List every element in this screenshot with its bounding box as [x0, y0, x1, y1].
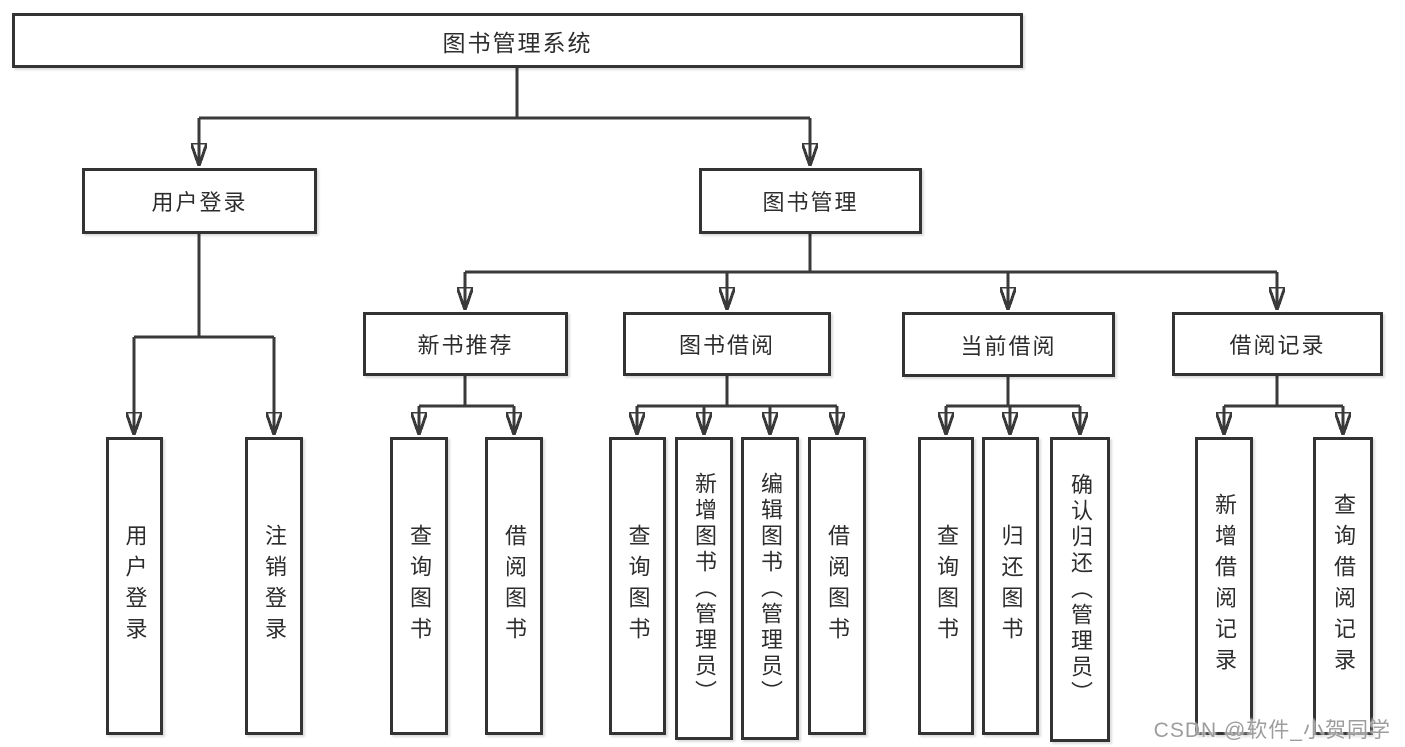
leaf-cb-return-books: 归还图书 — [982, 437, 1039, 735]
leaf-user-login: 用户登录 — [106, 437, 163, 735]
leaf-bb-edit-books-admin: 编辑图书（管理员） — [741, 437, 799, 740]
node-book-management: 图书管理 — [699, 168, 922, 234]
node-user-login: 用户登录 — [82, 168, 317, 234]
leaf-br-query-record: 查询借阅记录 — [1313, 437, 1373, 735]
node-book-borrow-label: 图书借阅 — [678, 333, 775, 358]
leaf-nbr-query-books: 查询图书 — [390, 437, 448, 735]
leaf-cb-query-books-label: 查询图书 — [934, 524, 959, 648]
leaf-bb-borrow-books: 借阅图书 — [808, 437, 866, 735]
leaf-user-login-label: 用户登录 — [122, 524, 148, 648]
node-current-borrow: 当前借阅 — [902, 312, 1115, 377]
leaf-br-add-record: 新增借阅记录 — [1195, 437, 1253, 735]
leaf-logout: 注销登录 — [245, 437, 303, 735]
leaf-bb-add-books-admin: 新增图书（管理员） — [675, 437, 733, 740]
watermark-text: CSDN @软件_小贺同学 — [1153, 719, 1391, 742]
leaf-bb-add-books-admin-label: 新增图书（管理员） — [692, 471, 717, 706]
leaf-cb-return-books-label: 归还图书 — [998, 524, 1024, 648]
node-new-book-recommend-label: 新书推荐 — [417, 333, 514, 358]
node-library-system: 图书管理系统 — [12, 13, 1023, 68]
leaf-nbr-query-books-label: 查询图书 — [407, 524, 432, 648]
node-new-book-recommend: 新书推荐 — [363, 312, 568, 376]
node-book-management-label: 图书管理 — [762, 190, 859, 215]
node-library-system-label: 图书管理系统 — [442, 29, 593, 56]
leaf-cb-query-books: 查询图书 — [918, 437, 974, 735]
leaf-nbr-borrow-books: 借阅图书 — [485, 437, 543, 735]
leaf-bb-query-books-label: 查询图书 — [625, 524, 651, 648]
leaf-bb-edit-books-admin-label: 编辑图书（管理员） — [758, 471, 783, 706]
leaf-bb-borrow-books-label: 借阅图书 — [825, 524, 850, 648]
node-borrow-records-label: 借阅记录 — [1229, 333, 1326, 358]
leaf-logout-label: 注销登录 — [262, 524, 287, 648]
node-current-borrow-label: 当前借阅 — [960, 333, 1057, 359]
node-book-borrow: 图书借阅 — [623, 312, 831, 376]
node-user-login-label: 用户登录 — [151, 190, 248, 215]
leaf-cb-confirm-return-admin-label: 确认归还（管理员） — [1068, 472, 1093, 707]
leaf-bb-query-books: 查询图书 — [609, 437, 666, 735]
node-borrow-records: 借阅记录 — [1172, 312, 1383, 376]
leaf-br-query-record-label: 查询借阅记录 — [1331, 493, 1356, 679]
leaf-cb-confirm-return-admin: 确认归还（管理员） — [1050, 437, 1110, 742]
leaf-nbr-borrow-books-label: 借阅图书 — [502, 524, 527, 648]
leaf-br-add-record-label: 新增借阅记录 — [1212, 493, 1237, 679]
